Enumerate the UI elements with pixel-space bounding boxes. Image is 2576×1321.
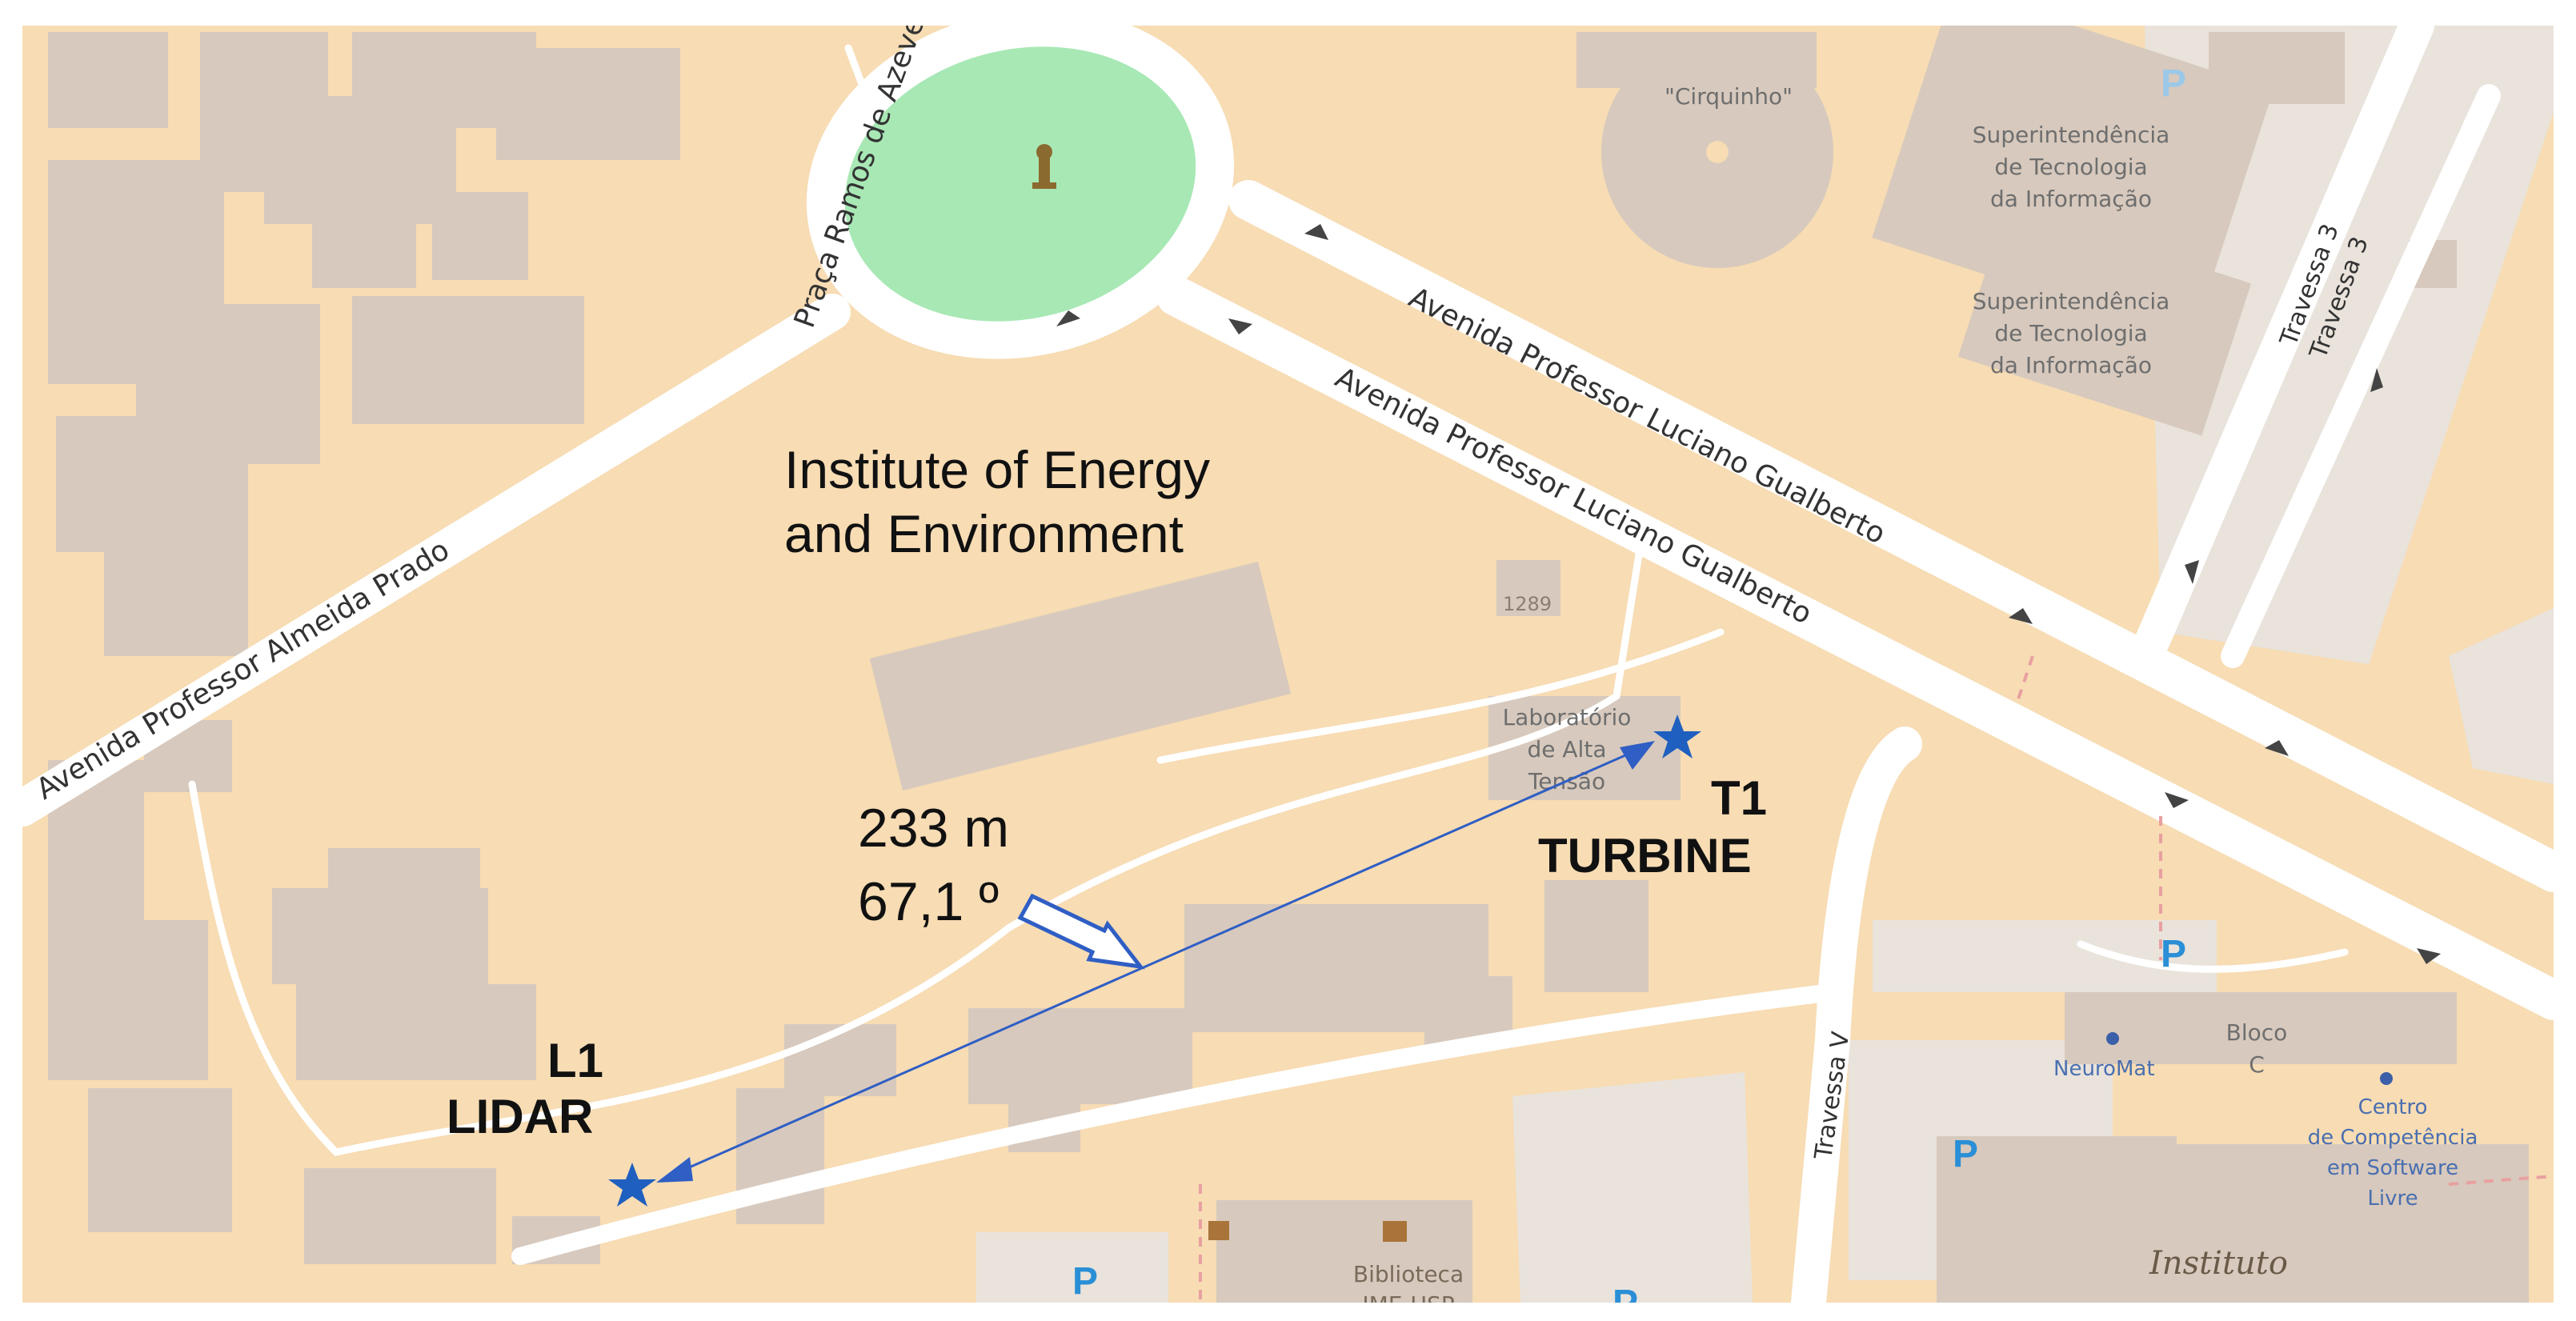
poi-biblioteca: Biblioteca IME-USP (1208, 1221, 1464, 1318)
roundabout (806, 26, 1235, 359)
svg-text:da Informação: da Informação (1990, 186, 2152, 212)
svg-text:P: P (2161, 933, 2186, 975)
footpaths (188, 44, 2349, 1156)
poi-centro-competencia: Centro de Competência em Software Livre (2308, 1095, 2478, 1211)
roads (22, 26, 2554, 1303)
svg-text:Biblioteca: Biblioteca (1353, 1261, 1464, 1287)
boundaries (1199, 655, 2554, 1303)
poi-cirquinho: "Cirquinho" (1665, 83, 1793, 110)
house-number: 1289 (1503, 593, 1552, 615)
arrowhead-lidar-icon (656, 1157, 693, 1183)
poi-neuromat: NeuroMat (2053, 1057, 2155, 1081)
svg-text:Livre: Livre (2367, 1187, 2418, 1211)
poi-sti-2: Superintendência de Tecnologia da Inform… (1973, 288, 2170, 378)
buildings (48, 26, 2529, 1303)
svg-text:de Tecnologia: de Tecnologia (1994, 320, 2147, 346)
svg-text:P: P (1613, 1283, 1638, 1321)
turbine-id: T1 (1711, 771, 1767, 825)
lidar-star-icon (608, 1163, 656, 1207)
svg-text:de Alta: de Alta (1528, 736, 1607, 763)
svg-text:da Informação: da Informação (1990, 352, 2152, 378)
site-turbine[interactable]: T1 TURBINE (1538, 715, 1767, 883)
lidar-id: L1 (547, 1034, 603, 1087)
svg-text:C: C (2249, 1051, 2265, 1078)
lidar-name: LIDAR (447, 1090, 593, 1143)
measurement-annotation: 233 m 67,1 º (858, 798, 1145, 970)
distance-label: 233 m (858, 798, 1009, 859)
poi-laboratorio: Laboratório de Alta Tensão (1503, 704, 1632, 795)
svg-text:Superintendência: Superintendência (1973, 288, 2170, 314)
poi-instituto: Instituto (2149, 1245, 2288, 1282)
svg-text:Superintendência: Superintendência (1973, 122, 2170, 148)
arrowhead-turbine-icon (1620, 741, 1655, 770)
svg-text:Institute of Energy: Institute of Energy (784, 440, 1210, 499)
angle-label: 67,1 º (858, 871, 999, 932)
poi-bloco-c: Bloco C (2226, 1019, 2288, 1078)
site-lidar[interactable]: L1 LIDAR (447, 1034, 656, 1207)
svg-text:Bloco: Bloco (2226, 1019, 2288, 1046)
sight-line (656, 741, 1655, 1183)
svg-text:de Tecnologia: de Tecnologia (1994, 154, 2147, 180)
svg-text:IME-USP: IME-USP (1362, 1291, 1454, 1318)
parking-icons: P P P P P (1072, 62, 2186, 1321)
poi-sti-1: Superintendência de Tecnologia da Inform… (1973, 122, 2170, 212)
svg-text:em Software: em Software (2327, 1156, 2458, 1180)
one-way-arrows (1056, 224, 2441, 964)
svg-text:P: P (1072, 1260, 1098, 1303)
svg-text:de Competência: de Competência (2308, 1126, 2478, 1150)
svg-text:Centro: Centro (2358, 1095, 2428, 1119)
direction-arrow-icon (1017, 893, 1145, 970)
turbine-name: TURBINE (1538, 829, 1752, 883)
svg-text:Laboratório: Laboratório (1503, 704, 1632, 731)
svg-text:and Environment: and Environment (784, 504, 1184, 563)
turbine-star-icon (1653, 715, 1701, 759)
institute-title: Institute of Energy and Environment (784, 440, 1210, 563)
svg-text:P: P (1953, 1133, 1978, 1175)
svg-text:P: P (2161, 62, 2186, 105)
